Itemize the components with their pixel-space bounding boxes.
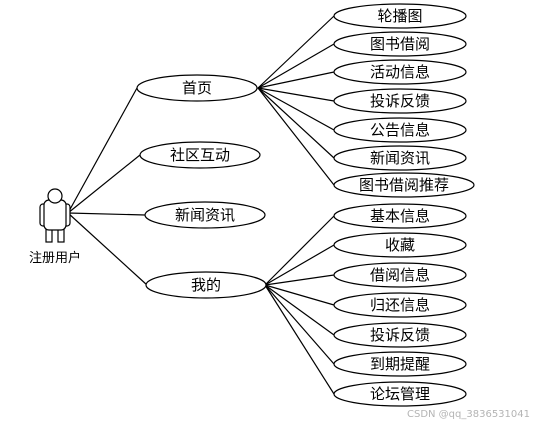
mine-child-label: 投诉反馈 bbox=[370, 326, 430, 344]
mine-child-label: 基本信息 bbox=[370, 207, 430, 225]
mine-child-label: 到期提醒 bbox=[370, 355, 430, 373]
home-child: 图书借阅 bbox=[333, 31, 467, 57]
home-child-label: 活动信息 bbox=[370, 63, 430, 81]
line-home-child-7 bbox=[257, 87, 335, 186]
line-home-child-1 bbox=[257, 15, 335, 89]
main-node-community: 社区互动 bbox=[139, 141, 261, 169]
home-child: 图书借阅推荐 bbox=[333, 172, 475, 198]
connector-lines bbox=[67, 15, 335, 395]
line-mine-child-5 bbox=[264, 284, 335, 336]
mine-child: 收藏 bbox=[333, 232, 467, 258]
home-child-label: 公告信息 bbox=[370, 121, 430, 139]
main-node-news: 新闻资讯 bbox=[144, 201, 266, 229]
mine-child: 投诉反馈 bbox=[333, 322, 467, 348]
mine-child: 归还信息 bbox=[333, 292, 467, 318]
home-child: 公告信息 bbox=[333, 117, 467, 143]
main-node-home-label: 首页 bbox=[182, 79, 212, 97]
actor-icon bbox=[39, 188, 71, 243]
home-child: 活动信息 bbox=[333, 59, 467, 85]
line-actor-community bbox=[67, 154, 141, 214]
home-child-label: 投诉反馈 bbox=[370, 92, 430, 110]
mine-child: 到期提醒 bbox=[333, 351, 467, 377]
mine-child-label: 归还信息 bbox=[370, 296, 430, 314]
mine-child: 借阅信息 bbox=[333, 262, 467, 288]
main-node-home: 首页 bbox=[136, 74, 258, 102]
mine-child-label: 收藏 bbox=[385, 236, 415, 254]
line-home-child-6 bbox=[257, 87, 335, 159]
line-actor-mine bbox=[67, 212, 148, 286]
mine-child: 基本信息 bbox=[333, 203, 467, 229]
line-mine-child-3 bbox=[264, 274, 335, 286]
line-mine-child-2 bbox=[264, 244, 335, 286]
line-mine-child-1 bbox=[264, 215, 335, 286]
actor-label: 注册用户 bbox=[29, 250, 81, 266]
line-home-child-4 bbox=[257, 87, 335, 102]
actor: 注册用户 bbox=[29, 188, 81, 266]
home-child: 投诉反馈 bbox=[333, 88, 467, 114]
mine-child: 论坛管理 bbox=[333, 381, 467, 407]
line-home-child-3 bbox=[257, 71, 335, 89]
line-mine-child-7 bbox=[264, 284, 335, 395]
main-node-mine-label: 我的 bbox=[191, 276, 221, 294]
home-child-label: 轮播图 bbox=[377, 7, 422, 25]
home-child-label: 新闻资讯 bbox=[370, 149, 430, 167]
watermark: CSDN @qq_3836531041 bbox=[407, 409, 530, 420]
line-home-child-5 bbox=[257, 87, 335, 131]
home-child-label: 图书借阅 bbox=[370, 35, 430, 53]
line-actor-home bbox=[67, 87, 138, 214]
mine-child-label: 论坛管理 bbox=[370, 385, 430, 403]
home-child: 轮播图 bbox=[333, 3, 467, 29]
line-mine-child-6 bbox=[264, 284, 335, 365]
line-home-child-2 bbox=[257, 43, 335, 89]
home-child-label: 图书借阅推荐 bbox=[359, 176, 449, 194]
mine-child-label: 借阅信息 bbox=[370, 266, 430, 284]
line-actor-news bbox=[67, 212, 146, 216]
main-node-mine: 我的 bbox=[145, 271, 267, 299]
main-node-news-label: 新闻资讯 bbox=[175, 206, 235, 224]
line-mine-child-4 bbox=[264, 284, 335, 306]
home-child: 新闻资讯 bbox=[333, 145, 467, 171]
main-node-community-label: 社区互动 bbox=[170, 146, 230, 164]
